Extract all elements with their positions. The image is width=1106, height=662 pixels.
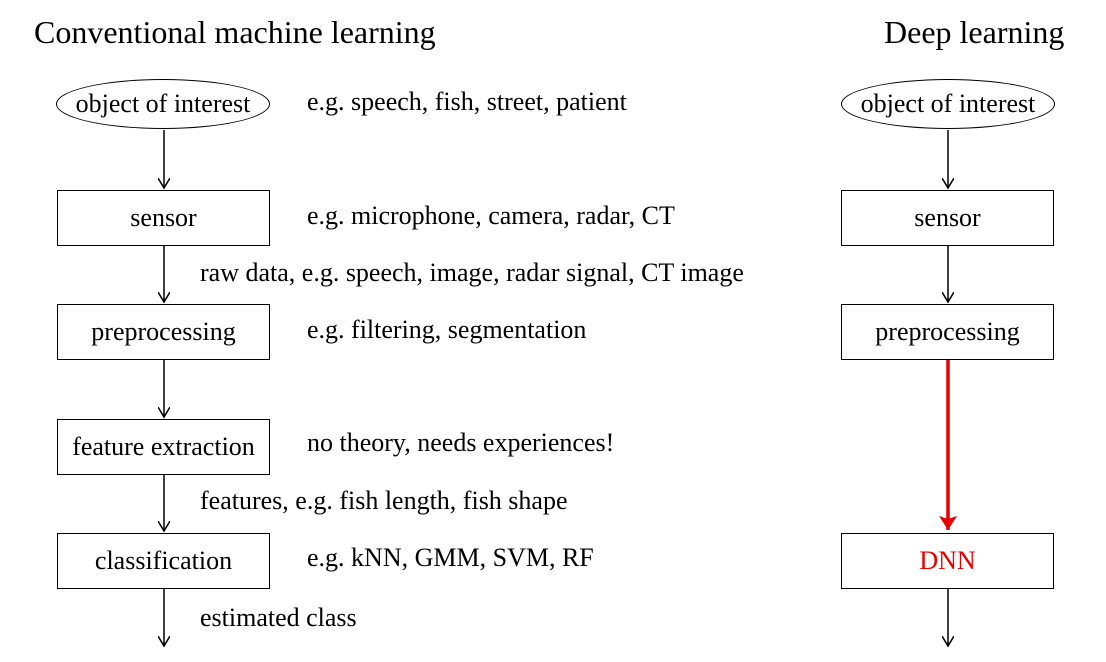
- preprocessing-node: preprocessing: [57, 304, 270, 360]
- right-preprocessing-label: preprocessing: [875, 317, 1020, 346]
- classification-note: e.g. kNN, GMM, SVM, RF: [307, 543, 594, 572]
- right-preprocessing-node: preprocessing: [841, 304, 1054, 360]
- dnn-node: DNN: [841, 533, 1054, 589]
- preprocessing-label: preprocessing: [91, 317, 236, 346]
- sensor-node: sensor: [57, 190, 270, 246]
- right-sensor-node: sensor: [841, 190, 1054, 246]
- feature-extraction-node: feature extraction: [57, 419, 270, 475]
- features-note: features, e.g. fish length, fish shape: [200, 486, 568, 515]
- object-of-interest-label: object of interest: [75, 89, 251, 118]
- right-sensor-label: sensor: [914, 203, 981, 232]
- preprocessing-note: e.g. filtering, segmentation: [307, 315, 587, 344]
- right-title: Deep learning: [884, 14, 1065, 50]
- left-title: Conventional machine learning: [34, 14, 436, 50]
- raw-data-note: raw data, e.g. speech, image, radar sign…: [200, 258, 744, 287]
- right-object-of-interest-label: object of interest: [860, 89, 1036, 118]
- sensor-note: e.g. microphone, camera, radar, CT: [307, 201, 675, 230]
- classification-node: classification: [57, 533, 270, 589]
- dnn-label: DNN: [919, 546, 976, 575]
- estimated-class-note: estimated class: [200, 603, 357, 632]
- sensor-label: sensor: [130, 203, 197, 232]
- object-of-interest-node: object of interest: [56, 79, 270, 129]
- right-object-of-interest-node: object of interest: [841, 79, 1055, 129]
- classification-label: classification: [94, 546, 233, 575]
- feature-extraction-note: no theory, needs experiences!: [307, 428, 615, 457]
- object-note: e.g. speech, fish, street, patient: [307, 87, 627, 116]
- feature-extraction-label: feature extraction: [72, 432, 255, 461]
